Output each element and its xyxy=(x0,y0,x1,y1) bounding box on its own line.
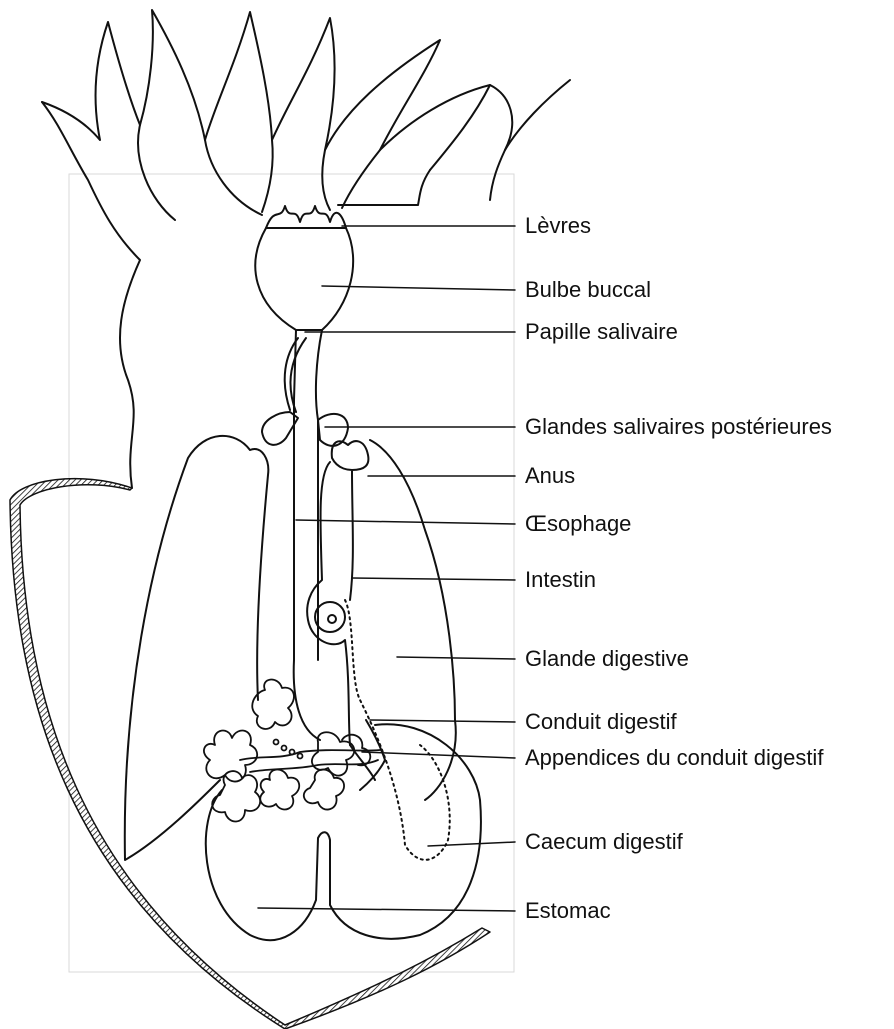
label-bulbe-buccal: Bulbe buccal xyxy=(525,279,651,301)
stomach xyxy=(206,724,481,940)
label-appendices-conduit-digestif: Appendices du conduit digestif xyxy=(525,747,823,769)
label-intestin: Intestin xyxy=(525,569,596,591)
digestive-duct xyxy=(350,720,385,790)
label-estomac: Estomac xyxy=(525,900,611,922)
digestive-caecum xyxy=(345,600,450,860)
label-papille-salivaire: Papille salivaire xyxy=(525,321,678,343)
arms-outline xyxy=(42,10,570,488)
label-levres: Lèvres xyxy=(525,215,591,237)
label-caecum-digestif: Caecum digestif xyxy=(525,831,683,853)
digestive-gland xyxy=(125,436,269,860)
label-anus: Anus xyxy=(525,465,575,487)
label-oesophage: Œsophage xyxy=(525,513,631,535)
lips xyxy=(266,206,346,228)
leader-lines xyxy=(258,226,515,911)
label-glande-digestive: Glande digestive xyxy=(525,648,689,670)
label-conduit-digestif: Conduit digestif xyxy=(525,711,677,733)
oesophagus xyxy=(294,330,322,740)
intestine xyxy=(307,441,368,745)
salivary-glands xyxy=(262,412,348,446)
label-glandes-salivaires-posterieures: Glandes salivaires postérieures xyxy=(525,416,832,438)
buccal-bulb xyxy=(255,228,353,330)
